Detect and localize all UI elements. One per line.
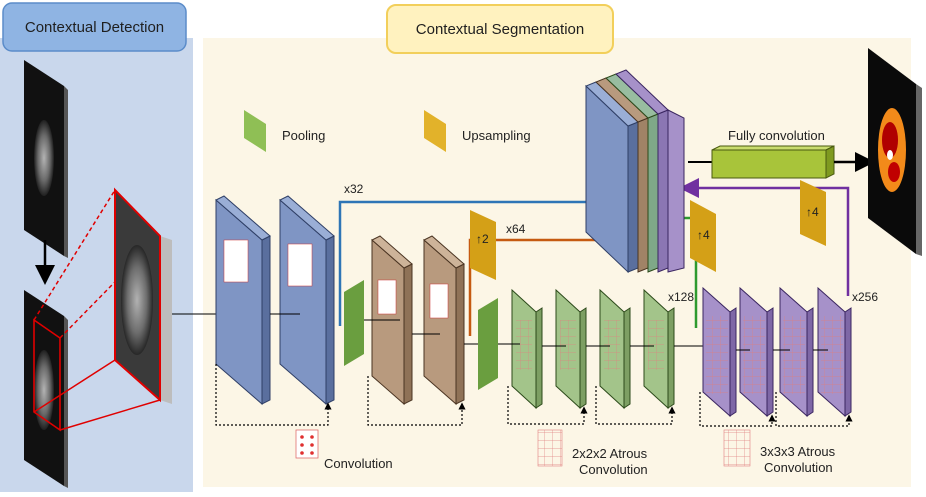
atrous3-legend-icon [723,429,751,467]
atrous2-label-line2: Convolution [579,462,648,477]
conv-block-brown-2 [423,235,465,406]
pool-2 [478,298,498,390]
mri-slice-bottom [24,290,68,488]
residual-connections [215,364,853,427]
upsample-2-label: ↑2 [476,232,489,246]
pool-1 [344,280,364,366]
skip-blue [338,192,609,326]
pooling-legend-icon [244,110,266,152]
atrous2-label-line1: 2x2x2 Atrous [572,446,648,461]
atrous-block-purple-3 [779,286,814,418]
upsampling-legend-icon [424,110,446,152]
atrous-block-green-3 [599,288,631,410]
output-segmentation [868,48,922,256]
conv-block-brown-1 [371,235,413,406]
upsample-4a [690,200,716,272]
conv-block-blue-1 [215,195,271,406]
upsample-4b-label: ↑4 [806,205,819,219]
x128-label: x128 [668,290,695,304]
atrous2-legend-icon [537,429,563,467]
atrous-block-green-4 [643,288,675,410]
upsample-4a-label: ↑4 [697,228,710,242]
atrous-block-green-1 [511,288,543,410]
skip-purple [679,178,850,296]
concat-stack [585,69,685,274]
convolution-label: Convolution [324,456,393,471]
detection-title-box [2,2,187,52]
atrous-block-purple-4 [817,286,852,418]
upsample-2 [470,210,496,280]
upsample-4b [800,180,826,246]
atrous3-label-line2: Convolution [764,460,833,475]
segmentation-title-box [386,4,614,54]
atrous3-label-line1: 3x3x3 Atrous [760,444,836,459]
x64-label: x64 [506,222,526,236]
x32-label: x32 [344,182,364,196]
atrous-block-purple-1 [702,286,737,418]
fully-conv-block [711,145,835,179]
fully-conv-label: Fully convolution [728,128,825,143]
atrous-block-purple-2 [739,286,774,418]
mri-zoomed-patch [114,187,172,404]
x256-label: x256 [852,290,879,304]
conv-block-blue-2 [279,195,335,406]
pooling-label: Pooling [282,128,326,143]
segmentation-title: Contextual Segmentation [415,20,585,38]
upsampling-label: Upsampling [462,128,531,143]
mri-slice-top [24,60,68,258]
convolution-legend-icon [295,429,319,459]
atrous-block-green-2 [555,288,587,410]
detection-title: Contextual Detection [24,18,165,36]
